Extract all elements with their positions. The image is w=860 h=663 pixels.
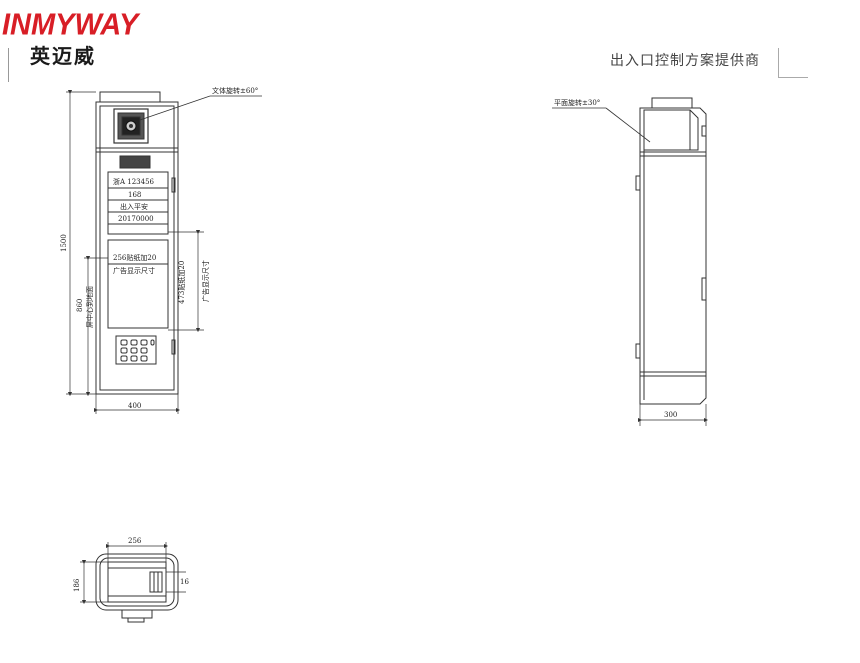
side-rotate-label: 平面旋转±30°: [554, 98, 600, 107]
dim-center-label: 屏中心到地面: [85, 286, 94, 328]
dim-top-depth: 186: [73, 578, 81, 592]
dim-top-small: 16: [180, 578, 189, 586]
dim-ad-label: 广告显示尺寸: [201, 260, 210, 302]
top-view: [95, 553, 179, 623]
dim-top-width: 256: [128, 537, 142, 545]
front-rotate-annotation: [139, 95, 262, 121]
dim-ad-height: 473贴纸加20: [177, 261, 186, 304]
screen-line-plate: 浙A 123456: [113, 177, 155, 186]
dim-total-height: 1500: [60, 234, 68, 252]
screen-line-code: 20170000: [118, 215, 154, 223]
logo-divider: [8, 48, 9, 82]
top-dimensions: [80, 542, 186, 605]
brand-slogan: 出入口控制方案提供商: [610, 53, 760, 69]
side-rotate-annotation: [552, 107, 651, 143]
screen-line-number: 168: [128, 191, 141, 199]
brand-name-en: INMYWAY: [2, 8, 139, 42]
front-rotate-label: 文体旋转±60°: [212, 86, 258, 95]
front-dimensions: [66, 89, 204, 414]
ad-label-display: 广告显示尺寸: [113, 266, 155, 275]
side-dimensions: [637, 404, 709, 426]
dim-side-depth: 300: [664, 411, 677, 419]
brand-name-cn: 英迈威: [30, 44, 96, 68]
ad-label-size: 256贴纸加20: [113, 253, 156, 262]
slogan-divider-vertical: [778, 48, 779, 78]
dim-center-height: 860: [76, 299, 84, 312]
front-view: [95, 91, 179, 395]
dim-front-width: 400: [128, 402, 141, 410]
slogan-divider-horizontal: [778, 77, 808, 78]
side-view: [635, 97, 707, 405]
screen-line-greeting: 出入平安: [120, 202, 148, 211]
